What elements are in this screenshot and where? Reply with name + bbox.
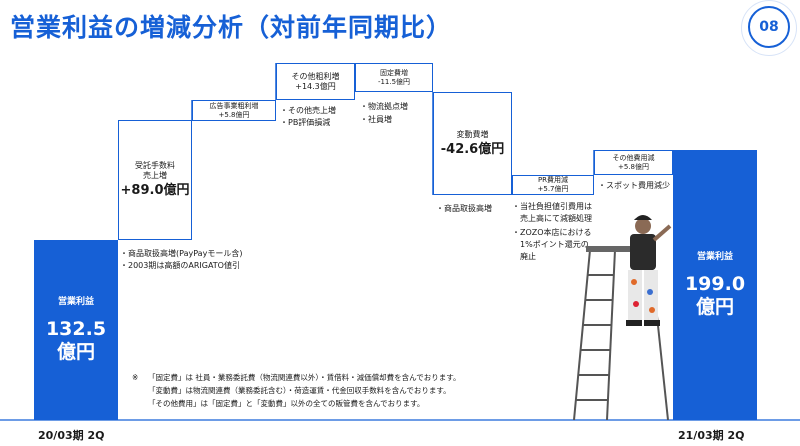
step-bar-fixed-cost: 固定費増 -11.5億円: [355, 63, 433, 92]
step-note-fixed-cost-2: ・社員増: [360, 115, 392, 124]
page-title: 営業利益の増減分析（対前年同期比）: [10, 13, 453, 42]
start-bar-unit: 億円: [56, 341, 95, 363]
step-value-fixed-cost: -11.5億円: [377, 77, 411, 86]
page-number-badge: 08: [748, 6, 790, 48]
start-bar: 営業利益 132.5 億円: [34, 240, 118, 420]
footnote-mark: ※: [132, 373, 139, 382]
step-name-fixed-cost: 固定費増: [380, 68, 408, 77]
step-value-variable-cost: -42.6億円: [440, 141, 505, 157]
step-name-variable-cost: 変動費増: [456, 129, 489, 139]
step-value-ads: +5.8億円: [218, 110, 250, 119]
x-label-end: 21/03期 2Q: [678, 429, 745, 442]
step-name-ads: 広告事業粗利増: [209, 101, 259, 110]
step-bar-ads: 広告事業粗利増 +5.8億円: [192, 100, 276, 121]
page-badge-ring: [741, 0, 797, 56]
step-name-commission-1: 受託手数料: [135, 161, 175, 170]
start-bar-label: 営業利益: [57, 297, 94, 307]
step-note-pr-4: 1%ポイント還元の: [512, 240, 589, 249]
step-bar-other-gross: その他粗利増 +14.3億円: [276, 63, 355, 100]
footnote-line-3: 「その他費用」は「固定費」と「変動費」以外の全ての販管費を含んでおります。: [148, 399, 425, 408]
step-note-pr-3: ・ZOZO本店における: [512, 228, 592, 237]
end-bar: 営業利益 199.0 億円: [673, 150, 757, 420]
step-name-other-cost: その他費用減: [612, 153, 655, 162]
step-note-pr-2: 売上高にて減額処理: [512, 214, 592, 223]
step-note-pr-5: 廃止: [512, 252, 536, 261]
x-label-start: 20/03期 2Q: [38, 429, 105, 442]
step-note-commission-2: ・2003期は高額のARIGATO値引: [120, 261, 240, 270]
step-name-other-gross: その他粗利増: [291, 71, 340, 81]
step-note-other-cost-1: ・スポット費用減少: [598, 181, 670, 190]
step-value-other-cost: +5.8億円: [618, 162, 649, 171]
step-value-pr: +5.7億円: [537, 185, 569, 193]
end-bar-label: 営業利益: [696, 252, 733, 262]
footnote-line-2: 「変動費」は物流関連費（業務委託含む）・荷造運賃・代金回収手数料を含んでおります…: [148, 386, 451, 395]
end-bar-value: 199.0: [684, 273, 746, 295]
step-value-commission: +89.0億円: [120, 183, 190, 198]
end-bar-unit: 億円: [695, 296, 734, 318]
step-bar-pr: PR費用減 +5.7億円: [512, 175, 594, 195]
step-note-pr-1: ・当社負担値引費用は: [512, 202, 592, 211]
step-note-fixed-cost-1: ・物流拠点増: [360, 102, 408, 111]
start-bar-value: 132.5: [45, 318, 107, 340]
step-bar-other-cost: その他費用減 +5.8億円: [594, 150, 673, 175]
step-note-commission-1: ・商品取扱高増(PayPayモール含): [120, 249, 243, 258]
step-note-other-gross-1: ・その他売上増: [280, 106, 336, 115]
step-note-variable-cost-1: ・商品取扱高増: [436, 204, 492, 213]
step-name-pr: PR費用減: [537, 176, 569, 184]
footnote-line-1: 「固定費」は 社員・業務委託費（物流関連費以外）・賃借料・減価償却費を含んでおり…: [148, 373, 461, 382]
step-name-commission-2: 売上増: [143, 171, 167, 180]
step-value-other-gross: +14.3億円: [295, 81, 336, 91]
step-bar-variable-cost: 変動費増 -42.6億円: [433, 92, 512, 195]
step-bar-commission: 受託手数料 売上増 +89.0億円: [118, 120, 192, 240]
step-note-other-gross-2: ・PB評価損減: [280, 118, 331, 127]
